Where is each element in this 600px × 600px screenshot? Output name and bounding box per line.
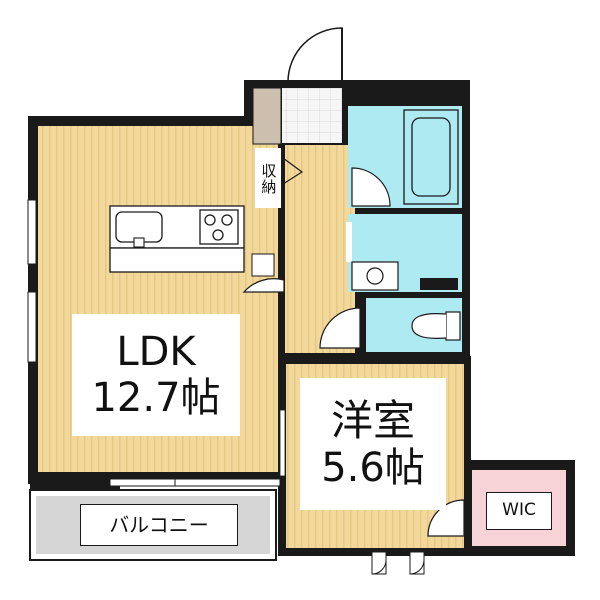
entrance-door-icon [287, 27, 343, 83]
washbasin-icon [351, 261, 399, 291]
stove-icon [199, 209, 239, 245]
balcony-label: バルコニー [80, 504, 238, 546]
ldk-label: LDK 12.7帖 [72, 314, 240, 436]
ldk-side-window [27, 291, 37, 363]
western-room-left-window [279, 409, 286, 477]
ldk-area: 12.7帖 [91, 375, 221, 421]
storage-label: 収納 [255, 152, 280, 206]
bathroom-door-swing-icon [351, 167, 391, 207]
western-room-bottom-window [371, 551, 425, 575]
wic-label: WIC [486, 492, 552, 530]
western-room-area: 5.6帖 [321, 445, 425, 492]
balcony-name: バルコニー [109, 512, 209, 537]
ldk-window [109, 478, 281, 487]
wic-name: WIC [502, 500, 536, 521]
bathtub-icon [403, 109, 459, 205]
shoe-box [252, 87, 282, 145]
storage-name: 収納 [259, 163, 278, 195]
ldk-side-window [27, 199, 37, 265]
washroom-door-opening [346, 222, 352, 262]
western-room-name: 洋室 [330, 395, 415, 445]
sink-icon [115, 211, 163, 248]
toilet-door-swing-icon [319, 307, 361, 349]
storage-door-icon [282, 157, 304, 185]
western-room-label: 洋室 5.6帖 [300, 378, 446, 510]
western-room-door-swing-icon [427, 499, 465, 537]
ldk-door-swing-icon [242, 278, 285, 293]
ldk-name: LDK [116, 329, 196, 375]
washroom-shelf [420, 278, 458, 290]
entrance-floor [282, 88, 342, 144]
toilet-icon [411, 311, 461, 341]
fridge-space [251, 253, 275, 277]
